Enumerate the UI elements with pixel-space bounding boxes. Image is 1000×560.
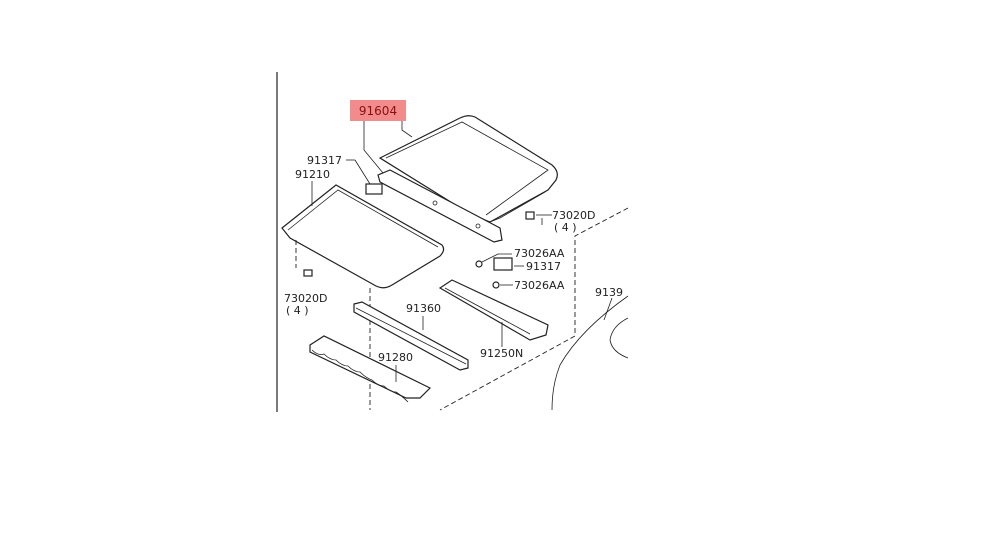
label-73020d-right-qty: ( 4 ) (554, 221, 577, 234)
dashed-boundary (439, 207, 629, 411)
screw-73020d-left[interactable] (303, 269, 313, 277)
label-73026aa-lower[interactable]: 73026AA (514, 279, 565, 292)
label-91604[interactable]: 91604 (359, 104, 397, 118)
seal-strip-part[interactable] (353, 301, 469, 371)
bracket-91317-upper[interactable] (365, 183, 383, 195)
sunshade-panel-part[interactable] (281, 184, 445, 289)
cable-part[interactable] (551, 295, 629, 411)
wind-deflector-part[interactable] (438, 279, 549, 341)
front-rail-part[interactable] (377, 169, 503, 243)
screw-73026aa-upper[interactable] (475, 260, 483, 268)
trim-strip-part[interactable] (309, 335, 432, 403)
leader-91604-a (363, 121, 384, 174)
screw-73020d-right[interactable] (525, 211, 535, 220)
part-highlight-box[interactable] (350, 100, 406, 121)
label-73020d-right[interactable]: 73020D (552, 209, 595, 222)
label-91360[interactable]: 91360 (406, 302, 441, 315)
label-73026aa-upper[interactable]: 73026AA (514, 247, 565, 260)
label-91317-upper[interactable]: 91317 (307, 154, 342, 167)
label-73020d-left-qty: ( 4 ) (286, 304, 309, 317)
label-91250n[interactable]: 91250N (480, 347, 523, 360)
label-91210[interactable]: 91210 (295, 168, 330, 181)
label-91280[interactable]: 91280 (378, 351, 413, 364)
leader-91604-b (401, 121, 413, 138)
frame-part-edge (609, 317, 629, 359)
label-73020d-left[interactable]: 73020D (284, 292, 327, 305)
screw-73026aa-lower[interactable] (492, 281, 500, 289)
label-91317-lower[interactable]: 91317 (526, 260, 561, 273)
bracket-91317-lower[interactable] (493, 257, 513, 271)
label-9139x[interactable]: 9139 (595, 286, 623, 299)
glass-panel-part[interactable] (378, 115, 558, 223)
